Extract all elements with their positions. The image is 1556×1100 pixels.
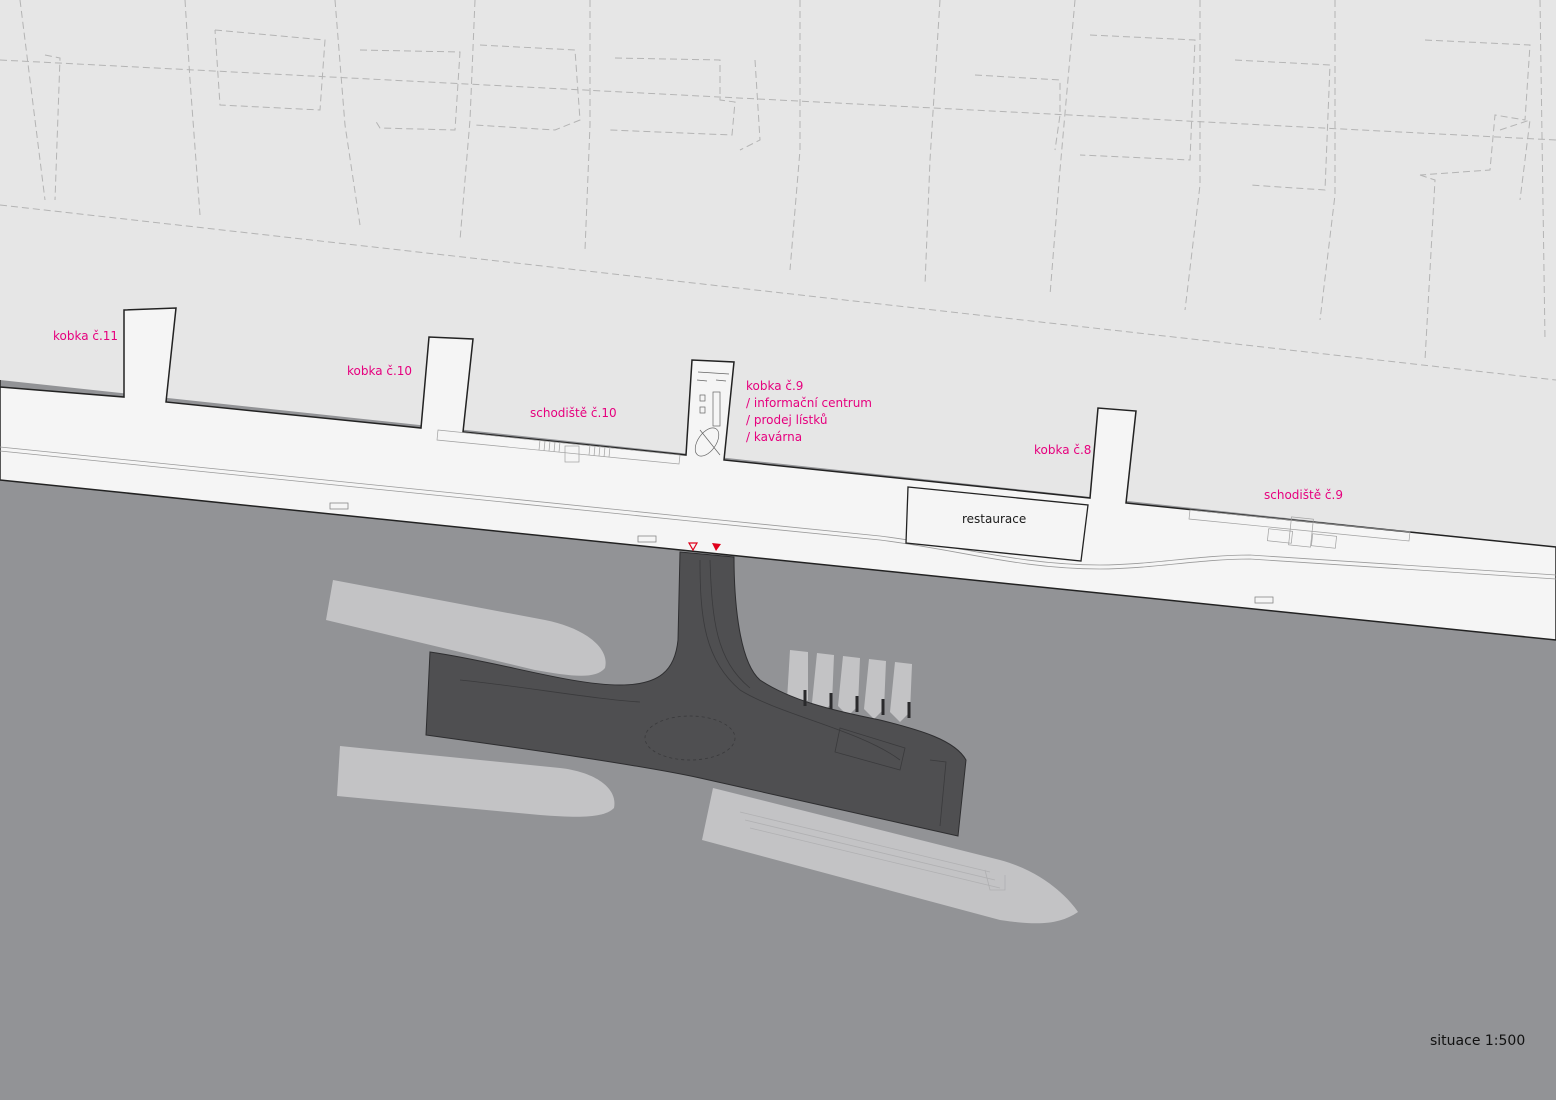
city-land <box>0 0 1556 547</box>
label-kobka-10: kobka č.10 <box>347 364 413 378</box>
label-kobka-9-line4: / kavárna <box>746 430 803 444</box>
label-kobka-9-line2: / informační centrum <box>746 396 872 410</box>
boat-2 <box>337 746 615 817</box>
boat-1 <box>326 580 606 676</box>
label-schodiste-9: schodiště č.9 <box>1264 488 1343 502</box>
restaurant-block <box>905 486 1089 562</box>
label-restaurace: restaurace <box>962 512 1027 526</box>
label-kobka-9-line1: kobka č.9 <box>746 379 804 393</box>
boat-large-deck <box>739 811 1006 891</box>
staircase-10 <box>436 429 681 465</box>
boat-large <box>702 788 1078 924</box>
small-boats <box>787 650 912 722</box>
label-kobka-9-line3: / prodej lístků <box>746 413 828 427</box>
info-centre-interior <box>694 371 730 457</box>
label-kobka-9: kobka č.9 / informační centrum / prodej … <box>746 378 872 446</box>
entrance-marker-outline <box>687 542 699 552</box>
building-outlines <box>0 0 1556 381</box>
staircase-9 <box>1188 509 1411 549</box>
pier <box>425 551 967 837</box>
mooring-posts <box>803 690 911 718</box>
pier-details <box>459 559 947 827</box>
entrance-marker-filled <box>712 543 721 551</box>
scale-note: situace 1:500 <box>1430 1033 1526 1049</box>
label-kobka-11: kobka č.11 <box>53 329 119 343</box>
label-kobka-8: kobka č.8 <box>1034 443 1092 457</box>
label-schodiste-10: schodiště č.10 <box>530 406 617 420</box>
